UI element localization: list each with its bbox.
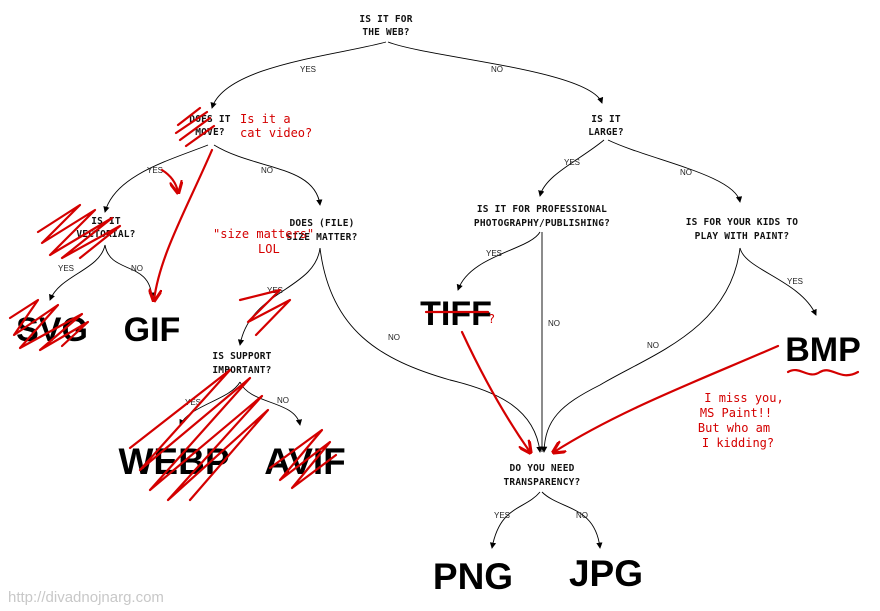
edge-labels: YES NO YES NO YES NO YES NO YES NO YES N… [58, 65, 803, 520]
note-tiff-question: ? [488, 312, 495, 326]
watermark: http://divadnojnarg.com [8, 589, 164, 606]
arrow-hook [160, 168, 178, 192]
edge-move-yes: YES [147, 166, 163, 175]
arrow-tiff-to-transparency [460, 330, 530, 452]
note-size-matters: "size matters"LOL [213, 227, 314, 256]
format-gif: GIF [124, 311, 181, 349]
scribble-does-it [174, 106, 216, 148]
scribble-webp [128, 288, 292, 502]
arrow-bmp-to-transparency [554, 344, 780, 452]
red-annotations [8, 106, 860, 502]
edge-web-yes: YES [300, 65, 316, 74]
scribble-avif [268, 428, 338, 490]
edge-professional-yes: YES [486, 249, 502, 258]
arrow-to-gif [154, 148, 214, 300]
edge-transparency-no: NO [576, 511, 588, 520]
format-tiff: TIFF [420, 295, 492, 333]
edge-vectorial-yes: YES [58, 264, 74, 273]
edge-support-no: NO [277, 396, 289, 405]
edge-size-no: NO [388, 333, 400, 342]
format-jpg: JPG [569, 553, 643, 594]
edge-large-no: NO [680, 168, 692, 177]
connectors [49, 41, 817, 549]
scribble-svg [8, 298, 90, 352]
scribble-vectorial [36, 203, 122, 260]
edge-web-no: NO [491, 65, 503, 74]
underline-bmp [786, 369, 860, 377]
format-bmp: BMP [785, 331, 861, 369]
edge-support-yes: YES [185, 398, 201, 407]
edge-transparency-yes: YES [494, 511, 510, 520]
question-size: DOES (FILE)SIZE MATTER? [286, 218, 357, 243]
edge-professional-no: NO [548, 319, 560, 328]
edge-vectorial-no: NO [131, 264, 143, 273]
edge-kids-no: NO [647, 341, 659, 350]
edge-kids-yes: YES [787, 277, 803, 286]
format-png: PNG [433, 556, 513, 597]
edge-move-no: NO [261, 166, 273, 175]
edge-large-yes: YES [564, 158, 580, 167]
